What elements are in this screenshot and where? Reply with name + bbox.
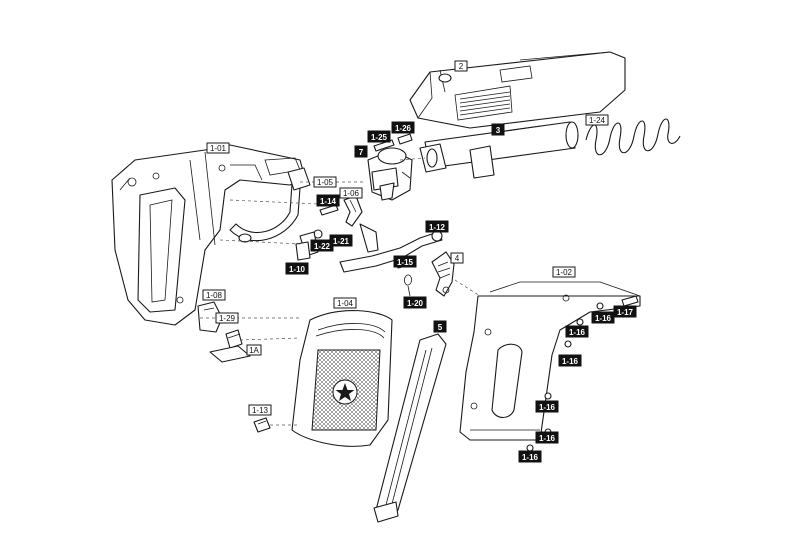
label-1-25: 1-25 xyxy=(367,130,391,143)
label-1-13-text: 1-13 xyxy=(252,406,269,415)
screw-1-16f xyxy=(526,444,534,452)
grip-panel-part xyxy=(291,310,393,447)
label-1-17: 1-17 xyxy=(613,305,637,318)
screw-1-16c xyxy=(564,340,572,348)
sear-part xyxy=(295,231,319,261)
label-1-02: 1-02 xyxy=(552,266,576,278)
label-1-01-text: 1-01 xyxy=(210,144,227,153)
label-1-16-a: 1-16 xyxy=(591,311,615,324)
frame-part xyxy=(111,144,306,326)
label-1-05-text: 1-05 xyxy=(317,178,334,187)
recoil-spring-part xyxy=(585,118,681,156)
label-5: 5 xyxy=(433,320,447,333)
label-1A-text: 1A xyxy=(249,346,259,355)
label-1-10: 1-10 xyxy=(285,262,309,275)
label-3: 3 xyxy=(491,123,505,136)
label-1-24-text: 1-24 xyxy=(589,116,606,125)
label-1-16-e: 1-16 xyxy=(535,431,559,444)
pin-1-26 xyxy=(397,133,413,145)
label-1-15-text: 1-15 xyxy=(397,258,414,267)
label-1-17-text: 1-17 xyxy=(617,308,634,317)
label-1-29: 1-29 xyxy=(215,312,239,324)
label-1-04: 1-04 xyxy=(333,297,357,309)
screw-1-16a xyxy=(576,318,584,326)
screw-1-16d xyxy=(544,392,552,400)
label-7: 7 xyxy=(354,145,368,158)
label-1-16-f-text: 1-16 xyxy=(522,453,539,462)
spring-1-20 xyxy=(403,274,413,297)
label-4: 4 xyxy=(450,252,464,264)
label-3-text: 3 xyxy=(496,126,501,135)
pin-1-14 xyxy=(319,204,339,216)
label-1-29-text: 1-29 xyxy=(219,314,236,323)
barrel-part xyxy=(419,121,579,179)
label-7-text: 7 xyxy=(359,148,364,157)
label-1-20-text: 1-20 xyxy=(407,299,424,308)
hammer-spring-part xyxy=(431,251,455,297)
label-1-16-c-text: 1-16 xyxy=(562,357,579,366)
label-1-05: 1-05 xyxy=(313,176,337,188)
slide-stop-part xyxy=(197,301,223,333)
label-1-14-text: 1-14 xyxy=(320,197,337,206)
label-5-text: 5 xyxy=(438,323,443,332)
spring-1-29 xyxy=(225,329,243,349)
trigger-bar-part xyxy=(339,223,443,273)
label-1-06-text: 1-06 xyxy=(343,189,360,198)
label-1-16-e-text: 1-16 xyxy=(539,434,556,443)
trigger-guard-part xyxy=(229,167,311,243)
screw-1-17 xyxy=(621,295,639,307)
label-1-21-text: 1-21 xyxy=(333,237,350,246)
label-1-26: 1-26 xyxy=(391,121,415,134)
label-1-12: 1-12 xyxy=(425,220,449,233)
trigger-part xyxy=(343,195,363,227)
grip-screw-part xyxy=(253,417,271,433)
label-1-16-d-text: 1-16 xyxy=(539,403,556,412)
label-1A: 1A xyxy=(246,344,262,356)
label-1-08: 1-08 xyxy=(202,289,226,301)
label-1-13: 1-13 xyxy=(248,404,272,416)
label-1-16-a-text: 1-16 xyxy=(595,314,612,323)
label-1-16-f: 1-16 xyxy=(518,450,542,463)
label-1-15: 1-15 xyxy=(393,255,417,268)
label-1-22: 1-22 xyxy=(310,239,334,252)
lever-1A xyxy=(209,345,251,363)
hammer-part xyxy=(367,147,413,201)
label-1-16-c: 1-16 xyxy=(558,354,582,367)
label-1-10-text: 1-10 xyxy=(289,265,306,274)
label-1-16-b: 1-16 xyxy=(565,325,589,338)
screw-1-16b xyxy=(596,302,604,310)
side-plate-part xyxy=(459,281,641,441)
label-2-text: 2 xyxy=(459,62,464,71)
label-1-08-text: 1-08 xyxy=(206,291,223,300)
label-4-text: 4 xyxy=(455,254,460,263)
label-1-06: 1-06 xyxy=(339,187,363,199)
label-1-12-text: 1-12 xyxy=(429,223,446,232)
label-1-16-b-text: 1-16 xyxy=(569,328,586,337)
magazine-part xyxy=(373,333,447,523)
label-1-14: 1-14 xyxy=(316,194,340,207)
label-1-25-text: 1-25 xyxy=(371,133,388,142)
label-1-16-d: 1-16 xyxy=(535,400,559,413)
label-1-22-text: 1-22 xyxy=(314,242,331,251)
label-1-20: 1-20 xyxy=(403,296,427,309)
label-1-02-text: 1-02 xyxy=(556,268,573,277)
label-1-04-text: 1-04 xyxy=(337,299,354,308)
label-1-01: 1-01 xyxy=(206,142,230,154)
label-1-26-text: 1-26 xyxy=(395,124,412,133)
label-2: 2 xyxy=(454,60,468,72)
label-1-24: 1-24 xyxy=(585,114,609,126)
